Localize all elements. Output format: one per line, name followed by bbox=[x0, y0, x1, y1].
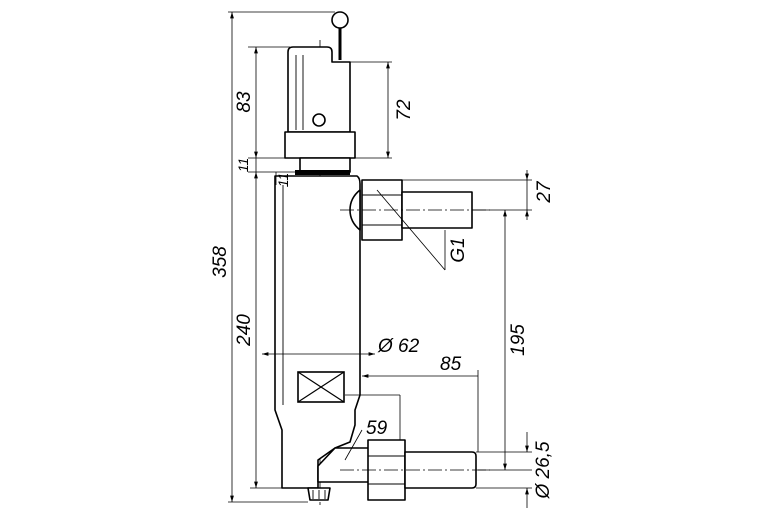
dim-gap-left: 11 bbox=[235, 158, 251, 173]
filter-body bbox=[274, 175, 361, 501]
dim-pipe-diameter: Ø 26,5 bbox=[533, 441, 554, 499]
dim-bottom-offset: 59 bbox=[366, 418, 388, 439]
dim-body-diameter: Ø 62 bbox=[377, 336, 420, 357]
handle bbox=[331, 11, 349, 60]
valve-head bbox=[284, 46, 356, 175]
handle-knob-icon bbox=[331, 11, 349, 29]
lower-port bbox=[317, 439, 490, 501]
dim-valve-height: 83 bbox=[234, 91, 255, 113]
dim-handle-height: 72 bbox=[394, 99, 415, 121]
dim-outlet-offset: 85 bbox=[440, 354, 462, 375]
cross-window-icon bbox=[297, 371, 345, 403]
dim-thread: G1 bbox=[448, 237, 469, 262]
dim-gap-right: 11 bbox=[275, 173, 291, 188]
dim-body-length: 240 bbox=[234, 314, 255, 347]
dim-top-port-height: 27 bbox=[534, 180, 555, 204]
dimension-lines bbox=[228, 11, 532, 508]
upper-port bbox=[340, 179, 490, 241]
dim-overall-height: 358 bbox=[210, 246, 231, 278]
dim-port-spacing: 195 bbox=[508, 324, 529, 356]
